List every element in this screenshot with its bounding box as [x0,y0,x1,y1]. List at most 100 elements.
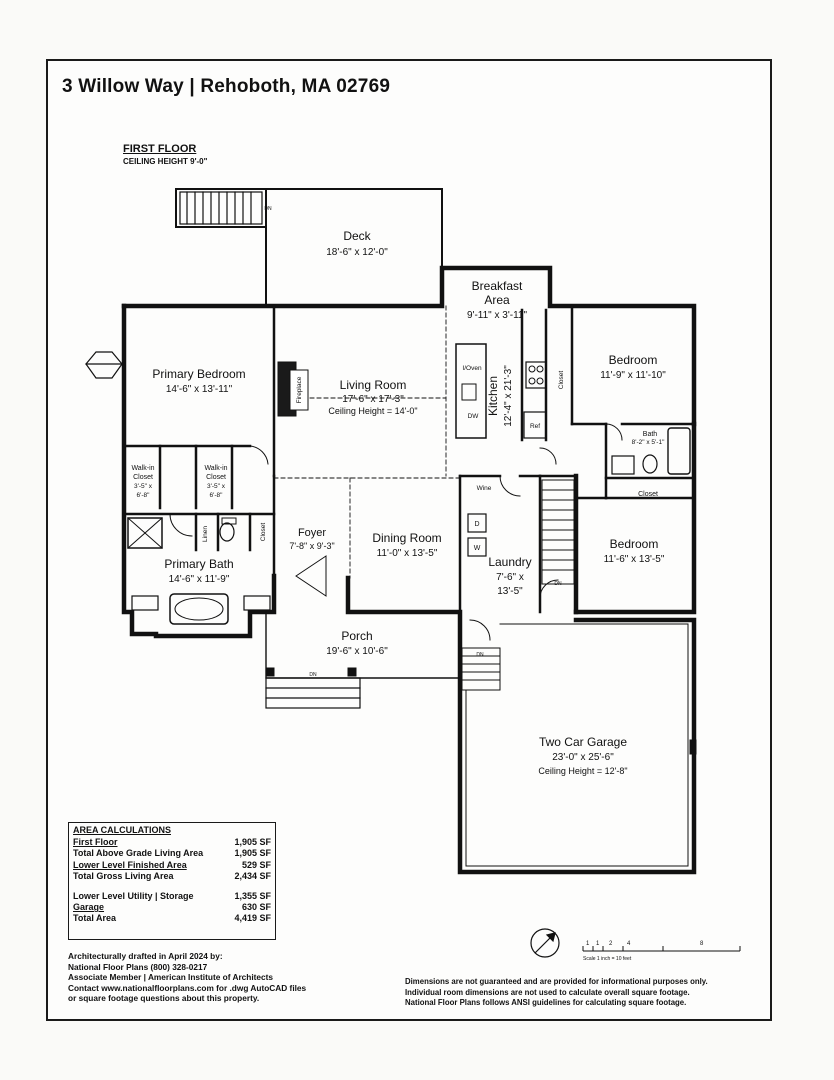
washer-label: W [474,545,481,552]
living-room-dims: 17'-6" x 17'-3" [342,394,404,405]
washer [467,537,487,557]
garage-label: Two Car Garage [539,735,627,749]
bedroom-2-label: Bedroom [610,537,659,551]
disclaimer-line: National Floor Plans follows ANSI guidel… [405,998,687,1007]
deck-dims: 18'-6" x 12'-0" [326,247,388,258]
exterior-walls [121,265,697,875]
refrigerator [523,411,547,439]
disclaimer: Dimensions are not guaranteed and are pr… [405,977,765,1009]
scale-ticks: 1 1 2 4 8 [586,941,704,947]
porch-dims: 19'-6" x 10'-6" [326,646,388,657]
breakfast-label-1: Breakfast [472,279,523,293]
living-room-label: Living Room [340,378,407,392]
north-arrow-icon [530,928,560,958]
primary-bedroom-dims: 14'-6" x 13'-11" [166,384,233,395]
breakfast-dims: 9'-11" x 3'-11" [467,310,527,321]
garage-interior [465,623,689,867]
garage-ceiling: Ceiling Height = 12'-8" [538,766,627,776]
garage-dims: 23'-0" x 25'-6" [552,752,614,763]
closet-label-foyer: Closet [260,523,267,542]
wic-1-dims-2: 6'-8" [137,492,151,499]
bedroom-1-label: Bedroom [609,353,658,367]
linen-label: Linen [202,526,209,542]
bay-window [85,351,123,379]
kitchen-island [455,343,487,439]
dining-room-dims: 11'-0" x 13'-5" [377,548,438,559]
door-swings [169,423,623,641]
scale-tick-4: 4 [627,941,631,947]
ref-label: Ref [530,423,540,430]
garage-stairs-dn: DN [476,652,484,658]
porch-outline [265,611,461,679]
breakfast-label-2: Area [484,293,510,307]
closet-label-bedroom-2: Closet [638,491,658,498]
porch-label: Porch [341,629,372,643]
primary-bath-dims: 14'-6" x 11'-9" [169,574,230,585]
bedroom-1-dims: 11'-9" x 11'-10" [600,370,666,381]
wic-2-dims-2: 6'-8" [210,492,224,499]
primary-bath-label: Primary Bath [164,557,233,571]
wic-2-dims-1: 3'-5" x [207,483,226,490]
deck-stairs-dn: DN [264,206,272,212]
fireplace-label: Fireplace [296,376,303,403]
bedroom-2-dims: 11'-6" x 13'-5" [604,554,665,565]
credit-line: National Floor Plans (800) 328-0217 [68,961,208,972]
bathtub [169,593,229,625]
wic-1-dims-1: 3'-5" x [134,483,153,490]
scale-tick-3: 2 [609,941,613,947]
interior-stairs [541,479,575,585]
deck-outline [175,188,443,307]
drafting-credits: Architecturally drafted in April 2024 by… [68,951,368,1004]
oven-label: I/Oven [462,365,482,372]
floor-title: FIRST FLOOR [123,143,197,155]
primary-bedroom-label: Primary Bedroom [152,367,245,381]
living-room-ceiling: Ceiling Height = 14'-0" [328,406,417,416]
open-plan-dashes [273,305,461,579]
wic-1-label-1: Walk-in [131,465,154,472]
disclaimer-line: Individual room dimensions are not used … [405,987,690,997]
credit-line: Architecturally drafted in April 2024 by… [68,951,223,961]
dryer [467,513,487,533]
wic-2-label-1: Walk-in [204,465,227,472]
kitchen-range [525,361,547,389]
area-calculations-title: AREA CALCULATIONS [73,825,171,835]
floor-ceiling-height: CEILING HEIGHT 9'-0" [123,157,208,166]
credit-line: or square footage questions about this p… [68,993,260,1003]
bath-dims: 8'-2" x 5'-1" [632,439,665,446]
closet-label-bedroom-1: Closet [558,371,565,390]
wine-label: Wine [477,485,492,492]
scale-bar [582,946,741,952]
interior-walls [122,304,696,614]
porch-steps [265,677,361,709]
laundry-dims-1: 7'-6" x [496,572,524,583]
deck-label: Deck [343,229,371,243]
scale-tick-1: 1 [586,941,590,947]
disclaimer-line: Dimensions are not guaranteed and are pr… [405,977,708,986]
foyer-dims: 7'-8" x 9'-3" [289,541,334,551]
hall-tub [667,427,691,475]
kitchen-dims: 12'-4" x 21'-3" [503,365,514,427]
wic-2-label-2: Closet [206,474,226,481]
dw-label: DW [468,413,480,420]
plan-sheet [46,59,772,1021]
credit-line: Contact www.nationalfloorplans.com for .… [68,982,307,993]
scale-label: Scale 1 inch = 10 feet [583,956,632,962]
deck-stairs [179,191,263,225]
dryer-label: D [474,521,479,528]
interior-stairs-dn: DN [554,581,562,587]
dining-room-label: Dining Room [372,531,441,545]
kitchen-label: Kitchen [486,376,500,416]
shower [127,517,163,549]
room-labels: Deck 18'-6" x 12'-0" Breakfast Area 9'-1… [131,206,666,776]
wic-1-label-2: Closet [133,474,153,481]
vanity-left [131,595,159,611]
